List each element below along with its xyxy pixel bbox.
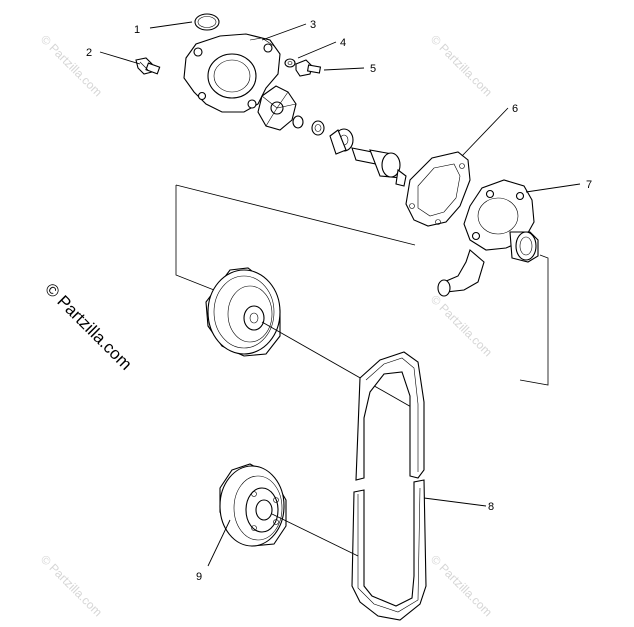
watermark-main: © Partzilla.com: [41, 279, 135, 373]
callout-numbers: 1 2 3 4 5 6 7 8 9: [86, 19, 592, 583]
callout-5: 5: [370, 63, 376, 75]
callout-9: 9: [196, 571, 202, 583]
watermark-top-left: © Partzilla.com: [38, 32, 105, 99]
leader-lines: [99, 21, 581, 567]
shaft-seals: [292, 115, 354, 155]
watermark-top-right: © Partzilla.com: [428, 32, 495, 99]
callout-2: 2: [86, 47, 92, 59]
callout-4: 4: [340, 37, 346, 49]
washer-hole: [287, 61, 293, 65]
lower-pulley: [219, 463, 287, 547]
fitting-bolt: [135, 57, 161, 75]
o-ring-inner: [197, 16, 217, 28]
upper-pulley: [205, 267, 281, 357]
lower-pulley-line: [271, 513, 359, 557]
drive-belt: [351, 351, 427, 621]
cover-bolt: [295, 59, 322, 77]
callout-1: 1: [134, 24, 140, 36]
pulley-center-line: [261, 321, 421, 413]
pump-housing: [437, 179, 539, 297]
callout-3: 3: [310, 19, 316, 31]
callout-8: 8: [488, 501, 494, 513]
washer: [284, 58, 296, 68]
watermark-mid-right: © Partzilla.com: [428, 292, 495, 359]
callout-7: 7: [586, 179, 592, 191]
pump-shaft: [351, 147, 407, 187]
watermark-bottom-right: © Partzilla.com: [428, 552, 495, 619]
watermark-bottom-left: © Partzilla.com: [38, 552, 105, 619]
gasket: [405, 151, 471, 227]
impeller: [257, 85, 297, 131]
pump-cover: [183, 33, 281, 113]
callout-6: 6: [512, 103, 518, 115]
alignment-frame: [175, 184, 549, 386]
